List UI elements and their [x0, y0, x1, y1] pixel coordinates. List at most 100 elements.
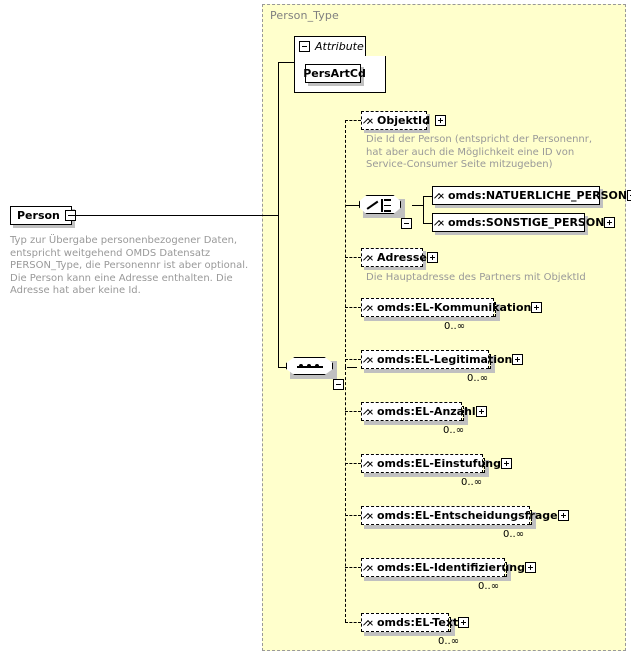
attribute-group-header[interactable]: Attribute	[294, 36, 366, 57]
child-natuerliche-person[interactable]: omds:NATUERLICHE_PERSON	[432, 186, 631, 208]
optional-arrow-icon	[368, 619, 375, 627]
natuerliche-person-box[interactable]: omds:NATUERLICHE_PERSON	[432, 186, 631, 205]
connector-sequence-stub	[347, 367, 357, 368]
el-identifizierung-cardinality: 0..∞	[478, 581, 500, 592]
el-kommunikation-label: omds:EL-Kommunikation	[377, 301, 532, 314]
optional-arrow-icon	[368, 564, 375, 572]
adresse-box[interactable]: Adresse	[361, 248, 438, 267]
connector-choice-branch	[423, 196, 424, 223]
optional-arrow-icon	[368, 460, 375, 468]
child-sonstige-person[interactable]: omds:SONSTIGE_PERSON	[432, 213, 616, 235]
el-identifizierung-expand-icon[interactable]	[524, 562, 536, 573]
connector-main-trunk	[278, 62, 279, 367]
person-node-box[interactable]: Person	[10, 206, 76, 225]
sonstige-person-expand-icon[interactable]	[604, 217, 616, 228]
connector-choice-bottom	[423, 223, 433, 224]
el-entscheidungsfrage-label: omds:EL-Entscheidungsfrage	[377, 509, 558, 522]
adresse-expand-icon[interactable]	[426, 252, 438, 263]
root-element-person[interactable]: Person	[10, 206, 76, 228]
sequence-compositor[interactable]	[286, 357, 348, 390]
sequence-icon	[286, 357, 333, 375]
connector-el-legitimation	[345, 359, 361, 360]
connector-to-attribute-group	[278, 62, 296, 63]
connector-person-to-type	[72, 215, 265, 216]
persartcd-label: PersArtCd	[303, 67, 366, 80]
child-el-identifizierung[interactable]: omds:EL-Identifizierung	[361, 558, 536, 581]
adresse-label: Adresse	[377, 251, 427, 264]
el-legitimation-expand-icon[interactable]	[512, 354, 524, 365]
connector-children-trunk-upper	[345, 120, 346, 367]
attribute-group-label: Attribute	[315, 40, 364, 53]
connector-el-entscheidungsfrage	[345, 515, 361, 516]
objektid-description: Die Id der Person (entspricht der Person…	[366, 134, 593, 170]
objektid-label: ObjektId	[377, 114, 430, 127]
el-text-box[interactable]: omds:EL-Text	[361, 613, 470, 632]
sequence-collapse-icon[interactable]	[333, 379, 344, 390]
attribute-persartcd[interactable]: PersArtCd	[303, 64, 366, 83]
connector-el-identifizierung	[345, 567, 361, 568]
el-anzahl-cardinality: 0..∞	[443, 425, 465, 436]
child-objektid[interactable]: ObjektId	[361, 111, 446, 133]
optional-arrow-icon	[368, 254, 375, 262]
natuerliche-person-expand-icon[interactable]	[627, 190, 631, 201]
el-kommunikation-box[interactable]: omds:EL-Kommunikation	[361, 298, 543, 317]
adresse-description: Die Hauptadresse des Partners mit Objekt…	[366, 272, 586, 283]
choice-compositor[interactable]	[359, 195, 415, 229]
complex-type-panel	[262, 4, 626, 651]
objektid-expand-icon[interactable]	[435, 115, 446, 126]
connector-choice	[345, 205, 359, 206]
complex-type-title: Person_Type	[270, 9, 339, 22]
el-entscheidungsfrage-cardinality: 0..∞	[503, 529, 525, 540]
el-kommunikation-expand-icon[interactable]	[531, 302, 543, 313]
choice-collapse-icon[interactable]	[401, 218, 412, 229]
connector-choice-stub	[412, 205, 424, 206]
connector-to-sequence	[278, 367, 290, 368]
el-text-expand-icon[interactable]	[458, 617, 470, 628]
connector-objektid	[345, 120, 361, 121]
el-anzahl-box[interactable]: omds:EL-Anzahl	[361, 402, 487, 421]
el-einstufung-cardinality: 0..∞	[461, 477, 483, 488]
person-label: Person	[17, 209, 60, 222]
connector-el-text	[345, 622, 361, 623]
el-legitimation-label: omds:EL-Legitimation	[377, 353, 513, 366]
reference-arrow-icon	[439, 192, 446, 200]
optional-arrow-icon	[368, 512, 375, 520]
connector-trunk-stub	[265, 215, 279, 216]
el-einstufung-expand-icon[interactable]	[501, 458, 513, 469]
connector-choice-top	[423, 196, 433, 197]
el-legitimation-box[interactable]: omds:EL-Legitimation	[361, 350, 524, 369]
el-legitimation-cardinality: 0..∞	[467, 373, 489, 384]
reference-arrow-icon	[439, 219, 446, 227]
objektid-box[interactable]: ObjektId	[361, 111, 446, 130]
child-el-einstufung[interactable]: omds:EL-Einstufung	[361, 454, 513, 477]
attribute-group: Attribute PersArtCd	[294, 36, 386, 93]
optional-arrow-icon	[368, 356, 375, 364]
optional-arrow-icon	[368, 408, 375, 416]
el-entscheidungsfrage-expand-icon[interactable]	[557, 510, 569, 521]
el-anzahl-expand-icon[interactable]	[475, 406, 487, 417]
el-kommunikation-cardinality: 0..∞	[444, 321, 466, 332]
child-adresse[interactable]: Adresse	[361, 248, 438, 270]
optional-arrow-icon	[368, 117, 375, 125]
attribute-collapse-icon[interactable]	[299, 41, 310, 52]
natuerliche-person-label: omds:NATUERLICHE_PERSON	[448, 189, 628, 202]
el-entscheidungsfrage-box[interactable]: omds:EL-Entscheidungsfrage	[361, 506, 569, 525]
person-description: Typ zur Übergabe personenbezogener Daten…	[10, 235, 249, 296]
el-einstufung-box[interactable]: omds:EL-Einstufung	[361, 454, 513, 473]
el-anzahl-label: omds:EL-Anzahl	[377, 405, 476, 418]
connector-adresse	[345, 257, 361, 258]
optional-arrow-icon	[368, 304, 375, 312]
child-el-kommunikation[interactable]: omds:EL-Kommunikation	[361, 298, 543, 321]
el-text-label: omds:EL-Text	[377, 616, 459, 629]
connector-el-einstufung	[345, 463, 361, 464]
sonstige-person-box[interactable]: omds:SONSTIGE_PERSON	[432, 213, 616, 232]
child-el-text[interactable]: omds:EL-Text	[361, 613, 470, 636]
child-el-entscheidungsfrage[interactable]: omds:EL-Entscheidungsfrage	[361, 506, 569, 529]
child-el-anzahl[interactable]: omds:EL-Anzahl	[361, 402, 487, 425]
connector-el-anzahl	[345, 411, 361, 412]
el-identifizierung-box[interactable]: omds:EL-Identifizierung	[361, 558, 536, 577]
el-einstufung-label: omds:EL-Einstufung	[377, 457, 502, 470]
child-el-legitimation[interactable]: omds:EL-Legitimation	[361, 350, 524, 373]
choice-icon	[359, 195, 401, 214]
connector-children-trunk-lower	[345, 367, 346, 622]
